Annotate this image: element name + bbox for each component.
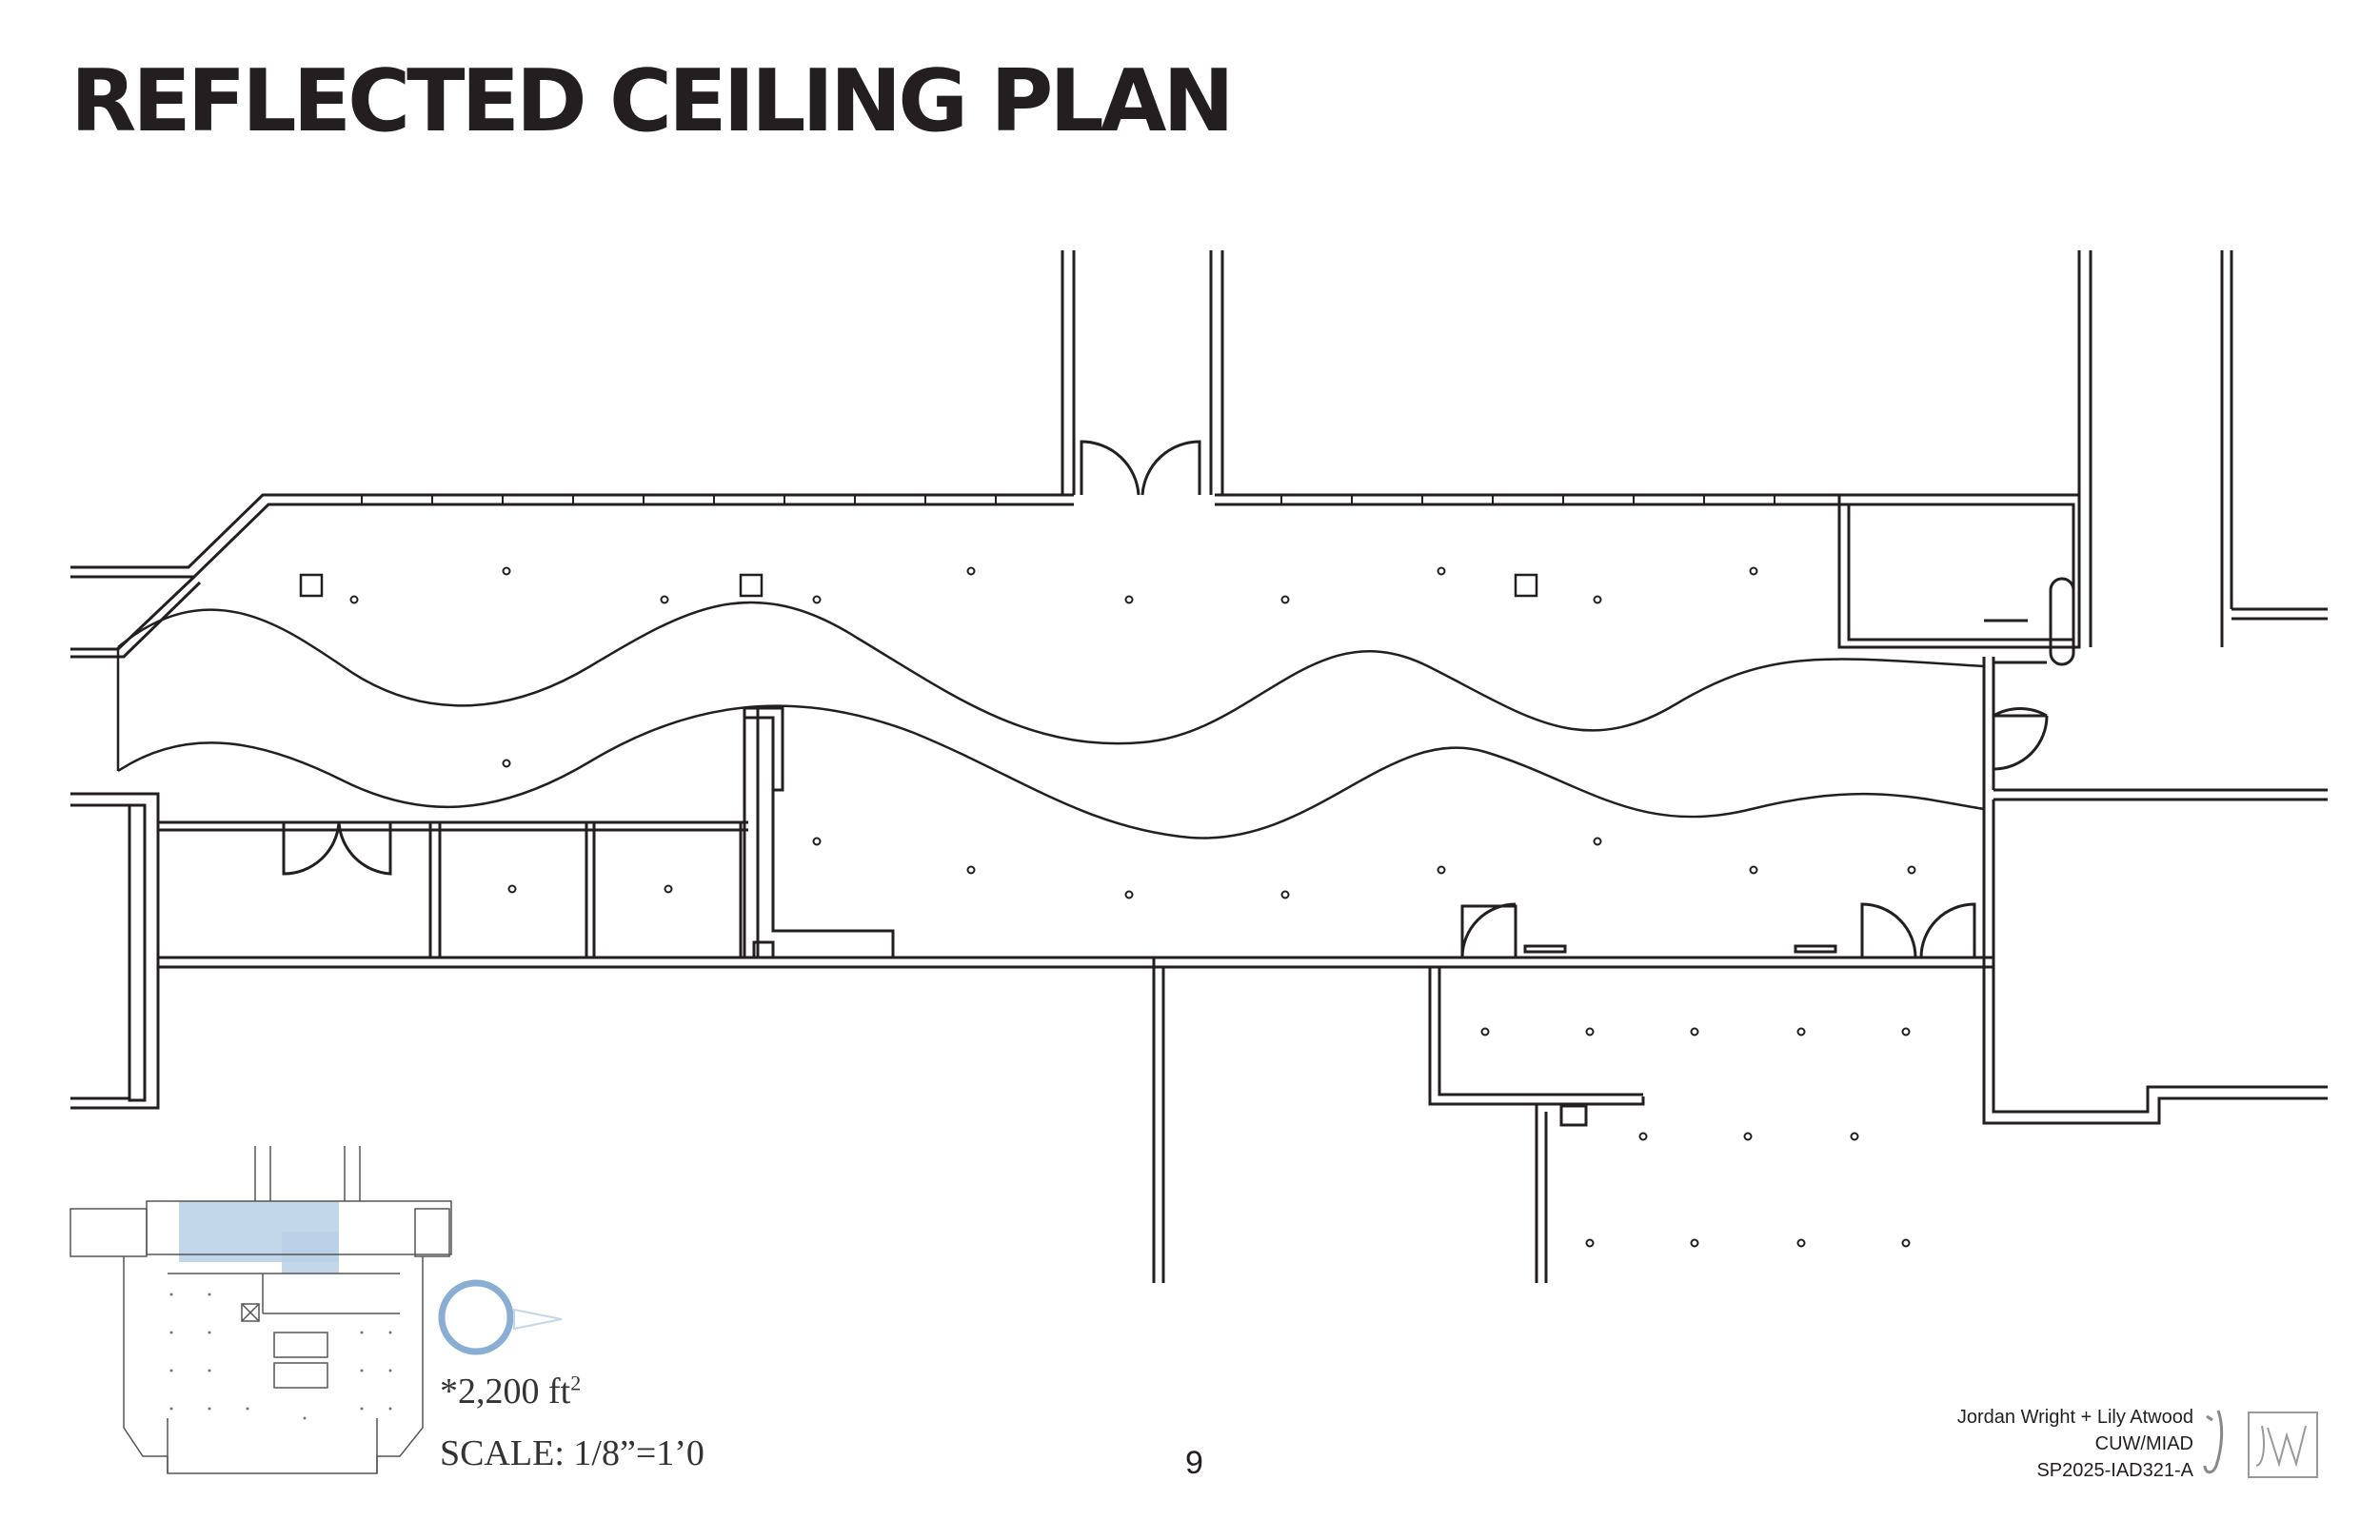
page-title: REFLECTED CEILING PLAN [70,51,1235,151]
floor-area-label: *2,200 ft2 [440,1371,582,1412]
circle-view-icon [438,1279,563,1355]
authors-line: Jordan Wright + Lily Atwood [1956,1407,2193,1428]
jw-monogram-icon [2203,1410,2318,1478]
course-line: SP2025-IAD321-A [2036,1460,2193,1481]
key-plan-thumbnail [69,1146,452,1474]
scale-label: SCALE: 1/8”=1’0 [440,1433,704,1473]
area-unit-superscript: 2 [570,1371,582,1395]
page-number: 9 [1185,1445,1203,1481]
institution-line: CUW/MIAD [2094,1433,2193,1454]
credits-block: Jordan Wright + Lily Atwood CUW/MIAD SP2… [1957,1404,2193,1484]
